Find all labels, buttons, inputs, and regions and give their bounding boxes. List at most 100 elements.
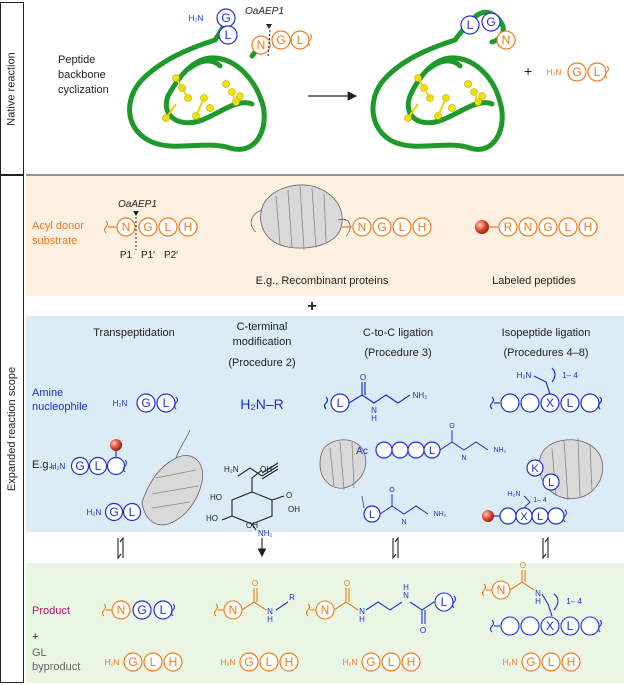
acyl-cleavage-arrowhead: [133, 211, 139, 216]
eg-label: E.g.,: [32, 459, 55, 471]
svg-text:O: O: [344, 579, 350, 588]
svg-text:O: O: [389, 487, 395, 494]
svg-text:N: N: [257, 38, 266, 52]
byproduct-3: H₂N G L H: [343, 652, 421, 672]
svg-text:H: H: [535, 597, 541, 606]
svg-text:substrate: substrate: [32, 235, 77, 247]
svg-text:G: G: [244, 655, 253, 669]
svg-text:X: X: [546, 396, 554, 410]
isopeptide-example-residues: K L: [526, 459, 560, 491]
svg-text:N: N: [502, 33, 511, 47]
svg-text:H: H: [184, 220, 193, 234]
disulfide-sticks-right: [407, 77, 479, 119]
ctoc-nucleophile-text: L O N H NH₂: [337, 373, 428, 423]
svg-text:1– 4: 1– 4: [533, 497, 547, 504]
svg-text:L: L: [429, 445, 435, 457]
native-reaction-label-block: Peptide backbone cyclization: [58, 54, 109, 96]
svg-text:H₂N: H₂N: [87, 508, 102, 517]
svg-text:(Procedure 3): (Procedure 3): [364, 347, 431, 359]
product-cterm: [213, 588, 289, 620]
byproduct-2: H₂N G L H: [221, 652, 299, 672]
big-plus: +: [307, 298, 316, 315]
native-plus: +: [524, 63, 532, 79]
transpeptidation-nucleophile: H₂N G L: [113, 393, 178, 413]
transpeptidation-example-labeled: H₂N G L: [51, 439, 127, 476]
native-reaction-sidebar: Native reaction: [0, 2, 24, 175]
svg-text:N: N: [358, 220, 367, 234]
svg-text:H: H: [359, 615, 365, 624]
native-cleavage-arrowhead: [266, 24, 272, 29]
product-transpeptidation: N G L: [102, 600, 175, 620]
svg-text:P2′: P2′: [164, 250, 178, 261]
svg-text:H: H: [584, 220, 593, 234]
product-plus: +: [32, 631, 38, 643]
svg-text:H₂N: H₂N: [343, 658, 358, 667]
glucosamine-structure: [221, 469, 285, 531]
svg-text:N: N: [321, 603, 330, 617]
svg-text:O: O: [360, 373, 366, 382]
svg-text:Peptide: Peptide: [58, 54, 95, 66]
svg-text:Amine: Amine: [32, 387, 63, 399]
svg-text:L: L: [467, 18, 474, 32]
svg-text:O: O: [449, 423, 455, 430]
disulfide-sticks-left: [165, 77, 237, 119]
svg-text:G: G: [137, 603, 146, 617]
column-headers: Transpeptidation C-terminal modification…: [93, 321, 590, 369]
svg-text:N: N: [461, 455, 466, 462]
svg-text:L: L: [369, 509, 375, 521]
svg-text:L: L: [548, 655, 555, 669]
svg-text:O: O: [286, 491, 292, 500]
labeled-peptide-sequence: R N G L H: [475, 217, 598, 237]
svg-text:L: L: [565, 220, 572, 234]
svg-text:H: H: [169, 655, 178, 669]
reaction-arrows: [117, 536, 549, 560]
svg-text:L: L: [594, 65, 601, 79]
svg-text:NH₂: NH₂: [258, 529, 273, 538]
svg-text:OH: OH: [246, 521, 258, 530]
svg-text:NH₂: NH₂: [434, 511, 447, 518]
svg-text:C-to-C ligation: C-to-C ligation: [363, 327, 433, 339]
svg-text:H: H: [371, 414, 377, 423]
isopeptide-example-labeled: H₂N 1– 4 X L: [482, 491, 567, 525]
svg-text:L: L: [537, 511, 543, 523]
svg-text:L: L: [163, 396, 170, 410]
ctoc-example-peptide: Ac L O N NH₂: [356, 423, 507, 462]
svg-text:L: L: [150, 655, 157, 669]
byproduct-4: H₂N G L H: [503, 652, 581, 672]
svg-text:HO: HO: [210, 493, 222, 502]
svg-text:(Procedures 4–8): (Procedures 4–8): [504, 347, 589, 359]
svg-text:H₂N: H₂N: [221, 658, 236, 667]
svg-text:R: R: [289, 593, 295, 602]
product-cterm-text: N O N H R: [229, 579, 295, 624]
svg-text:L: L: [95, 459, 102, 473]
svg-text:N: N: [229, 603, 238, 617]
svg-text:1– 4: 1– 4: [562, 371, 578, 380]
svg-text:L: L: [297, 33, 304, 47]
svg-text:OH: OH: [260, 465, 272, 474]
transpeptidation-example-protein: H₂N G L: [87, 502, 142, 522]
acyl-donor-label: Acyl donor substrate: [32, 220, 84, 247]
recombinant-caption: E.g., Recombinant proteins: [256, 275, 389, 287]
svg-text:N: N: [267, 607, 273, 616]
native-enzyme-label: OaAEP1: [245, 6, 284, 17]
svg-text:1– 4: 1– 4: [566, 597, 582, 606]
svg-text:G: G: [221, 11, 230, 25]
product-isopeptide: [481, 570, 603, 636]
svg-text:P1′: P1′: [141, 250, 155, 261]
svg-text:N: N: [403, 591, 409, 600]
product-ctoc-text: N O N H N H O L: [321, 579, 448, 635]
labeled-peptides-caption: Labeled peptides: [492, 275, 576, 287]
svg-text:N: N: [535, 589, 541, 598]
svg-text:G: G: [141, 396, 150, 410]
recombinant-protein-structure: [250, 184, 351, 251]
svg-text:N: N: [401, 519, 406, 526]
acyl-enzyme-label: OaAEP1: [118, 199, 157, 210]
svg-text:H₂N: H₂N: [517, 371, 532, 380]
svg-text:GL: GL: [32, 647, 47, 659]
svg-text:Transpeptidation: Transpeptidation: [93, 327, 175, 339]
svg-text:L: L: [337, 396, 344, 410]
svg-text:NH₂: NH₂: [413, 391, 428, 400]
svg-text:Isopeptide ligation: Isopeptide ligation: [502, 327, 591, 339]
small-protein-structure: [141, 429, 204, 526]
